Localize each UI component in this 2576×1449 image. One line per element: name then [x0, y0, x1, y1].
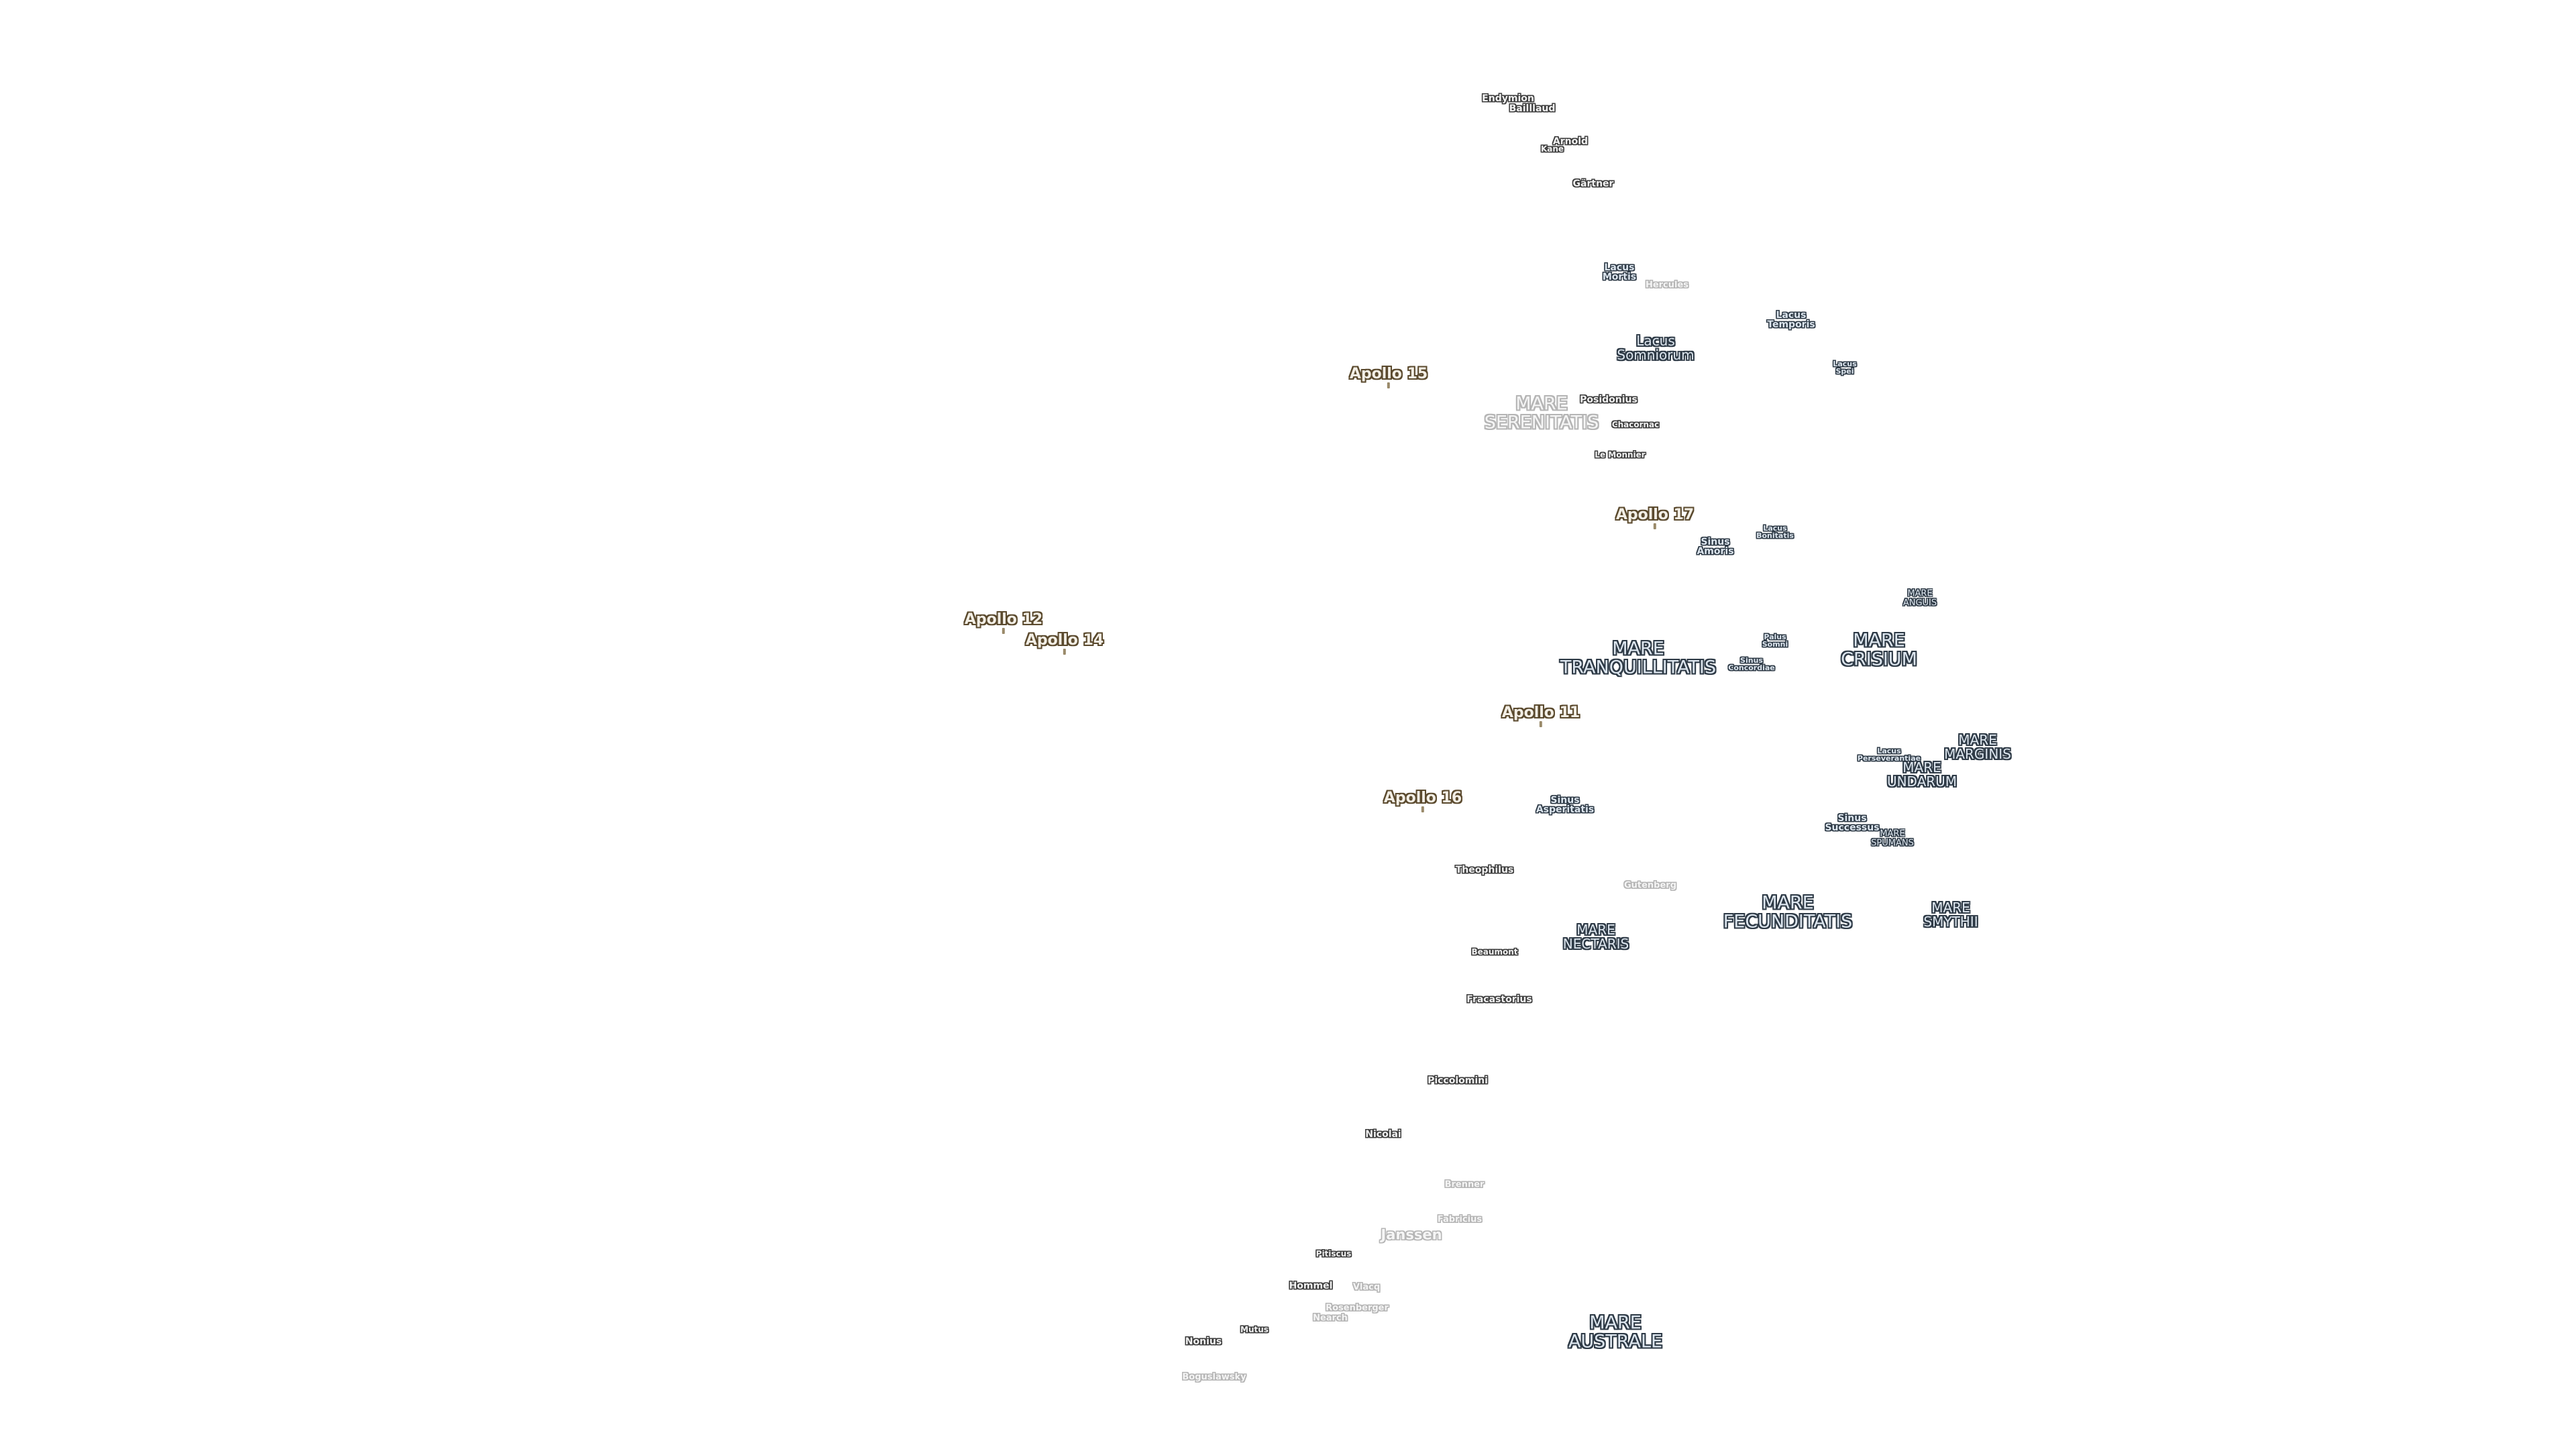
mare-spumans-label[interactable]: MARE SPUMANS: [1871, 828, 1914, 848]
crater-mutus-label[interactable]: Mutus: [1240, 1325, 1269, 1334]
crater-boguslawsky-label[interactable]: Boguslawsky: [1182, 1372, 1246, 1383]
lacus-somniorum-label[interactable]: Lacus Somniorum: [1617, 333, 1695, 363]
mare-nectaris-label[interactable]: MARE NECTARIS: [1562, 922, 1629, 952]
mare-crisium-label[interactable]: MARE CRISIUM: [1841, 630, 1917, 670]
lacus-bonitatis-label[interactable]: Lacus Bonitatis: [1756, 524, 1794, 540]
crater-kane-label[interactable]: Kane: [1540, 144, 1564, 154]
landing-site-marker: [1421, 806, 1424, 812]
sinus-amoris-label[interactable]: Sinus Amoris: [1697, 537, 1734, 557]
crater-hommel-label[interactable]: Hommel: [1289, 1281, 1333, 1291]
crater-endymion-label[interactable]: Endymion: [1482, 93, 1534, 104]
crater-nonius-label[interactable]: Nonius: [1185, 1336, 1222, 1347]
mare-anguis-label[interactable]: MARE ANGUIS: [1902, 588, 1937, 608]
mare-undarum-label[interactable]: MARE UNDARUM: [1886, 759, 1957, 790]
crater-baillaud-label[interactable]: Bailllaud: [1509, 103, 1556, 114]
mare-smythii-label[interactable]: MARE SMYTHII: [1923, 900, 1978, 930]
crater-rosenberger-label[interactable]: Rosenberger: [1326, 1303, 1389, 1313]
mare-serenitatis-label[interactable]: MARE SERENITATIS: [1484, 393, 1599, 433]
sinus-successus-label[interactable]: Sinus Successus: [1825, 813, 1880, 833]
crater-pitiscus-label[interactable]: Pitiscus: [1316, 1249, 1352, 1258]
lacus-temporis-label[interactable]: Lacus Temporis: [1767, 310, 1815, 330]
crater-le-monnier-label[interactable]: Le Monnier: [1595, 450, 1646, 460]
mare-tranquillitatis-label[interactable]: MARE TRANQUILLITATIS: [1560, 638, 1717, 678]
sinus-concordiae-label[interactable]: Sinus Concordiae: [1728, 656, 1775, 672]
landing-site-marker: [1387, 382, 1390, 388]
crater-hercules-label[interactable]: Hercules: [1645, 280, 1689, 290]
crater-beaumont-label[interactable]: Beaumont: [1471, 947, 1518, 957]
crater-nicolai-label[interactable]: Nicolai: [1365, 1129, 1401, 1140]
lacus-perseverantiae-label[interactable]: Lacus Perseverantiae: [1857, 747, 1921, 763]
landing-site-marker: [1653, 523, 1656, 529]
crater-theophilus-label[interactable]: Theophilus: [1455, 865, 1514, 875]
landing-site-marker: [1063, 649, 1066, 655]
crater-piccolomini-label[interactable]: Piccolomini: [1428, 1075, 1488, 1086]
palus-somni-label[interactable]: Palus Somni: [1762, 633, 1788, 649]
apollo-17-label[interactable]: Apollo 17: [1616, 508, 1694, 529]
crater-vlacq-label[interactable]: Vlacq: [1352, 1282, 1381, 1293]
crater-fracastorius-label[interactable]: Fracastorius: [1466, 994, 1532, 1005]
apollo-16-label[interactable]: Apollo 16: [1384, 791, 1462, 812]
apollo-12-label[interactable]: Apollo 12: [965, 612, 1042, 634]
apollo-15-label[interactable]: Apollo 15: [1350, 367, 1428, 388]
mare-marginis-label[interactable]: MARE MARGINIS: [1944, 732, 2011, 762]
crater-chacornac-label[interactable]: Chacornac: [1611, 420, 1660, 429]
crater-arnold-label[interactable]: Arnold: [1552, 136, 1589, 147]
crater-posidonius-label[interactable]: Posidonius: [1580, 394, 1638, 405]
mare-australe-label[interactable]: MARE AUSTRALE: [1568, 1312, 1663, 1352]
lacus-spei-label[interactable]: Lacus Spei: [1833, 360, 1857, 376]
crater-gartner-label[interactable]: Gärtner: [1572, 178, 1614, 189]
mare-fecunditatis-label[interactable]: MARE FECUNDITATIS: [1723, 892, 1853, 932]
landing-site-marker: [1002, 628, 1005, 634]
crater-janssen-label[interactable]: Janssen: [1381, 1226, 1442, 1243]
lacus-mortis-label[interactable]: Lacus Mortis: [1602, 262, 1637, 282]
sinus-asperitatis-label[interactable]: Sinus Asperitatis: [1536, 795, 1595, 815]
crater-nearch-label[interactable]: Nearch: [1313, 1313, 1348, 1324]
landing-site-marker: [1539, 721, 1542, 727]
apollo-14-label[interactable]: Apollo 14: [1026, 633, 1104, 655]
apollo-11-label[interactable]: Apollo 11: [1502, 706, 1580, 727]
crater-brenner-label[interactable]: Brenner: [1444, 1179, 1485, 1190]
crater-fabricius-label[interactable]: Fabricius: [1437, 1214, 1483, 1225]
crater-gutenberg-label[interactable]: Gutenberg: [1623, 880, 1677, 891]
